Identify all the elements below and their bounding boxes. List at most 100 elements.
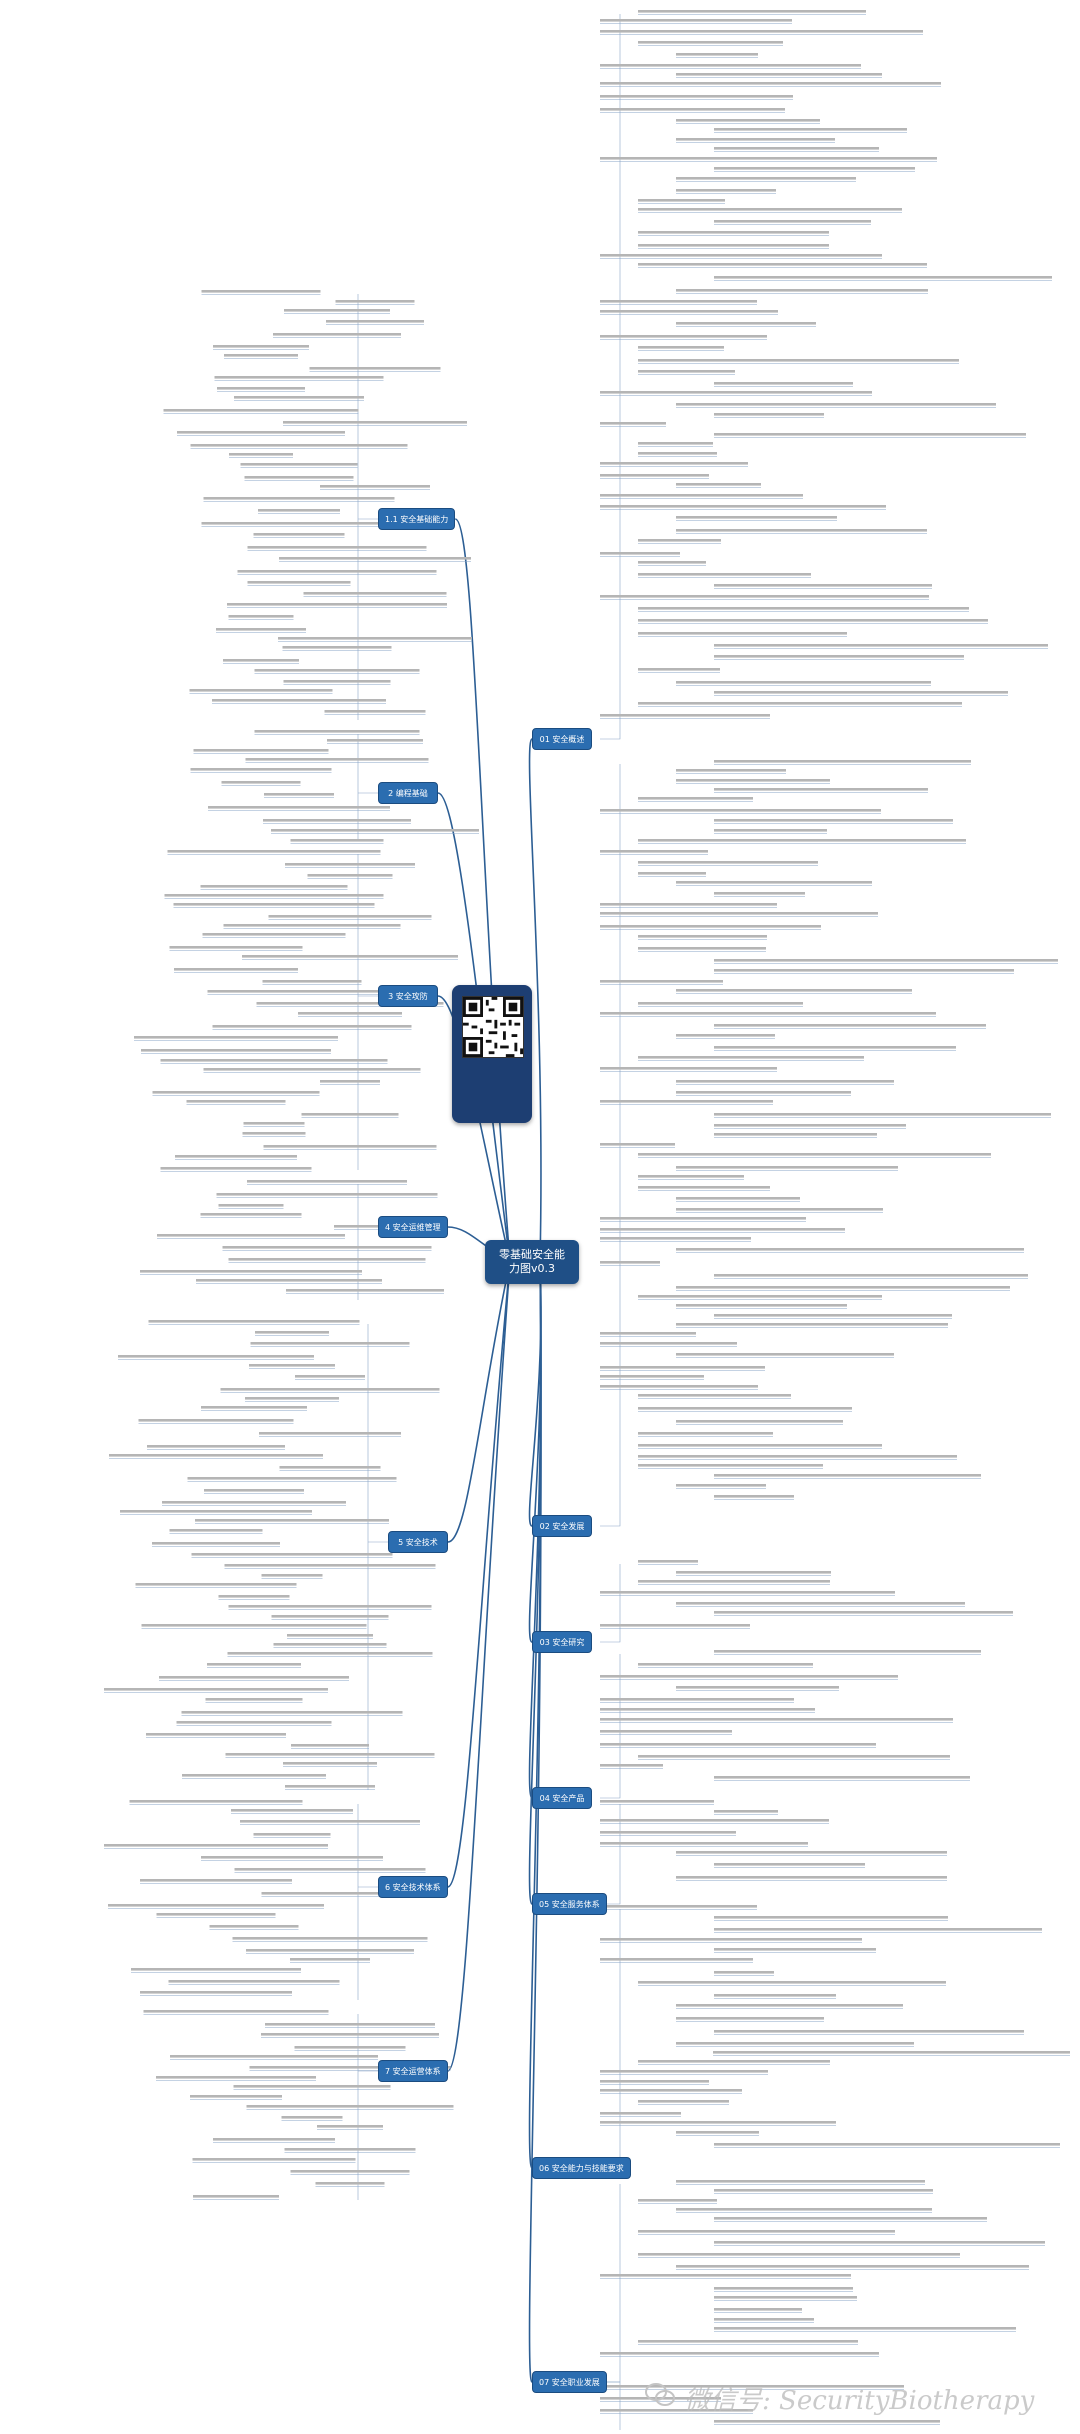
leaf-text-line bbox=[600, 1342, 737, 1345]
leaf-text-line bbox=[152, 1091, 320, 1094]
leaf-trunk bbox=[600, 1654, 621, 1799]
leaf-text-line bbox=[714, 2296, 857, 2299]
leaf-text-line bbox=[600, 809, 881, 812]
leaf-text-line bbox=[160, 1059, 388, 1062]
leaf-text-line bbox=[147, 1445, 285, 1448]
leaf-text-line bbox=[714, 2143, 1060, 2146]
leaf-text-line bbox=[298, 1012, 402, 1015]
leaf-text-line bbox=[173, 903, 375, 906]
leaf-text-line bbox=[201, 1406, 307, 1409]
leaf-text-line bbox=[320, 1080, 380, 1083]
leaf-text-line bbox=[600, 1237, 751, 1240]
leaf-text-line bbox=[714, 644, 1048, 647]
branch-node-b10[interactable]: 6 安全技术体系 bbox=[378, 1876, 448, 1898]
leaf-text-line bbox=[600, 1261, 660, 1264]
leaf-text-line bbox=[600, 903, 777, 906]
branch-node-b9[interactable]: 04 安全产品 bbox=[532, 1787, 592, 1809]
leaf-text-line bbox=[714, 2327, 1016, 2330]
leaf-text-line bbox=[600, 2352, 879, 2355]
leaf-text-line bbox=[301, 1113, 399, 1116]
leaf-text-line bbox=[600, 1698, 794, 1701]
leaf-text-line bbox=[714, 1495, 794, 1498]
leaf-text-line bbox=[676, 779, 830, 782]
leaf-text-line bbox=[600, 1938, 862, 1941]
leaf-text-line bbox=[233, 2085, 391, 2088]
branch-node-b4[interactable]: 3 安全攻防 bbox=[378, 985, 438, 1007]
leaf-text-line bbox=[212, 1025, 412, 1028]
leaf-trunk bbox=[600, 14, 621, 740]
branch-node-b12[interactable]: 7 安全运营体系 bbox=[378, 2060, 448, 2082]
leaf-text-line bbox=[714, 969, 1014, 972]
leaf-text-line bbox=[638, 1153, 991, 1156]
leaf-text-line bbox=[600, 1831, 736, 1834]
branch-node-b13[interactable]: 06 安全能力与技能要求 bbox=[532, 2157, 631, 2179]
leaf-text-line bbox=[223, 659, 299, 662]
branch-node-b7[interactable]: 02 安全发展 bbox=[532, 1515, 592, 1537]
branch-node-b11[interactable]: 05 安全服务体系 bbox=[532, 1893, 607, 1915]
qr-code-image bbox=[462, 996, 524, 1058]
branch-node-b1[interactable]: 01 安全概述 bbox=[532, 728, 592, 750]
leaf-text-line bbox=[714, 819, 953, 822]
leaf-text-line bbox=[246, 1949, 414, 1952]
branch-node-b8[interactable]: 03 安全研究 bbox=[532, 1631, 592, 1653]
leaf-trunk bbox=[357, 294, 378, 720]
branch-node-b14[interactable]: 07 安全职业发展 bbox=[532, 2371, 607, 2393]
root-title-line1: 零基础安全能 bbox=[499, 1248, 565, 1261]
leaf-text-line bbox=[714, 2318, 814, 2321]
leaf-trunk bbox=[367, 1324, 388, 1790]
leaf-text-line bbox=[187, 1477, 397, 1480]
leaf-text-line bbox=[600, 1800, 714, 1803]
leaf-text-line bbox=[193, 2195, 279, 2198]
leaf-text-line bbox=[638, 1295, 882, 1298]
leaf-text-line bbox=[205, 1698, 303, 1701]
leaf-text-line bbox=[315, 2182, 385, 2185]
leaf-text-line bbox=[638, 442, 713, 445]
leaf-text-line bbox=[638, 2253, 960, 2256]
leaf-text-line bbox=[174, 968, 298, 971]
main-connector-lines bbox=[437, 518, 542, 2383]
root-title-line2: 力图v0.3 bbox=[508, 1262, 555, 1275]
leaf-text-line bbox=[156, 1913, 276, 1916]
leaf-text-line bbox=[218, 1204, 284, 1207]
leaf-text-line bbox=[638, 573, 811, 576]
leaf-text-line bbox=[676, 53, 758, 56]
leaf-text-line bbox=[714, 382, 853, 385]
leaf-text-line bbox=[638, 2340, 858, 2343]
leaf-text-line bbox=[714, 584, 932, 587]
leaf-text-line bbox=[264, 793, 334, 796]
leaf-text-line bbox=[242, 955, 458, 958]
leaf-text-line bbox=[676, 322, 816, 325]
leaf-text-line bbox=[247, 1180, 407, 1183]
leaf-text-line bbox=[120, 1510, 312, 1513]
leaf-text-line bbox=[714, 167, 915, 170]
leaf-text-line bbox=[181, 1711, 403, 1714]
leaf-text-line bbox=[140, 1879, 292, 1882]
leaf-text-line bbox=[209, 1925, 299, 1928]
leaf-text-line bbox=[143, 2010, 329, 2013]
branch-node-b6[interactable]: 5 安全技术 bbox=[388, 1531, 448, 1553]
leaf-text-line bbox=[676, 2017, 824, 2020]
leaf-text-line bbox=[141, 1624, 367, 1627]
leaf-text-placeholders bbox=[104, 10, 1070, 2423]
leaf-text-line bbox=[190, 768, 332, 771]
leaf-text-line bbox=[307, 874, 393, 877]
leaf-text-line bbox=[714, 1474, 981, 1477]
branch-node-b5[interactable]: 4 安全运维管理 bbox=[378, 1216, 448, 1238]
leaf-text-line bbox=[600, 1819, 829, 1822]
leaf-text-line bbox=[600, 925, 821, 928]
leaf-text-line bbox=[638, 2100, 729, 2103]
leaf-text-line bbox=[676, 1602, 965, 1605]
leaf-text-line bbox=[282, 646, 392, 649]
leaf-text-line bbox=[320, 485, 430, 488]
leaf-text-line bbox=[600, 1675, 898, 1678]
leaf-text-line bbox=[638, 1444, 882, 1447]
leaf-text-line bbox=[231, 1809, 353, 1812]
branch-node-b2[interactable]: 1.1 安全基础能力 bbox=[378, 508, 456, 530]
leaf-text-line bbox=[253, 1833, 331, 1836]
leaf-text-line bbox=[600, 1842, 808, 1845]
branch-node-b3[interactable]: 2 编程基础 bbox=[378, 782, 438, 804]
leaf-text-line bbox=[600, 1708, 815, 1711]
leaf-text-line bbox=[247, 581, 351, 584]
root-node[interactable]: 零基础安全能 力图v0.3 bbox=[485, 1240, 579, 1284]
leaf-text-line bbox=[714, 1928, 1042, 1931]
